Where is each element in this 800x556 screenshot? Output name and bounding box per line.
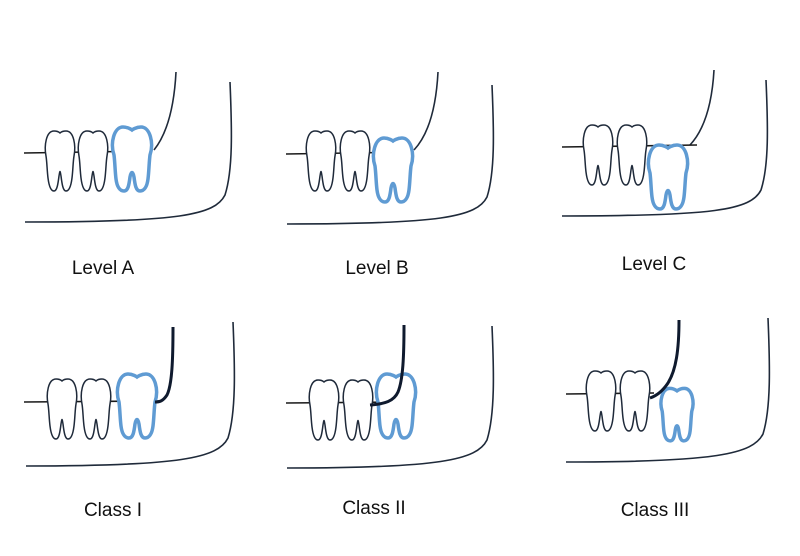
label-level-a: Level A <box>71 258 135 279</box>
first-molar-tooth <box>339 130 371 192</box>
mandible-outline <box>25 321 236 467</box>
label-class-ii: Class II <box>342 498 406 519</box>
mandible-outline <box>689 69 715 146</box>
mandible-outline <box>286 84 495 225</box>
ramus-anterior-border <box>369 324 406 407</box>
label-class-iii: Class III <box>620 500 690 521</box>
label-level-b: Level B <box>345 258 409 279</box>
second-premolar-tooth <box>582 124 614 186</box>
panel-class-iii <box>565 317 771 463</box>
mandible-outline <box>565 317 771 463</box>
panel-class-i <box>23 321 236 467</box>
mandible-outline <box>286 325 495 469</box>
label-class-i: Class I <box>83 500 143 521</box>
first-molar-tooth <box>77 130 109 192</box>
wisdom-tooth <box>374 372 418 440</box>
second-premolar-tooth <box>308 379 340 441</box>
first-molar-tooth <box>80 378 112 440</box>
wisdom-tooth <box>110 125 154 193</box>
wisdom-tooth <box>659 386 695 443</box>
wisdom-tooth <box>646 143 690 211</box>
panel-level-a <box>23 71 233 223</box>
first-molar-tooth <box>616 124 648 186</box>
mandible-outline <box>413 71 439 151</box>
second-premolar-tooth <box>585 370 617 432</box>
wisdom-tooth <box>115 372 159 440</box>
ramus-anterior-border <box>154 326 175 404</box>
panel-level-b <box>285 71 495 225</box>
second-premolar-tooth <box>305 130 337 192</box>
ramus-anterior-border <box>649 319 681 400</box>
second-premolar-tooth <box>44 130 76 192</box>
mandible-outline <box>24 81 233 223</box>
second-premolar-tooth <box>46 378 78 440</box>
wisdom-tooth <box>371 136 415 204</box>
panel-class-ii <box>285 324 495 469</box>
label-level-c: Level C <box>621 254 687 275</box>
panel-level-c <box>561 69 769 217</box>
first-molar-tooth <box>342 379 374 441</box>
first-molar-tooth <box>619 370 651 432</box>
mandible-outline <box>153 71 177 151</box>
mandible-outline <box>561 79 769 217</box>
